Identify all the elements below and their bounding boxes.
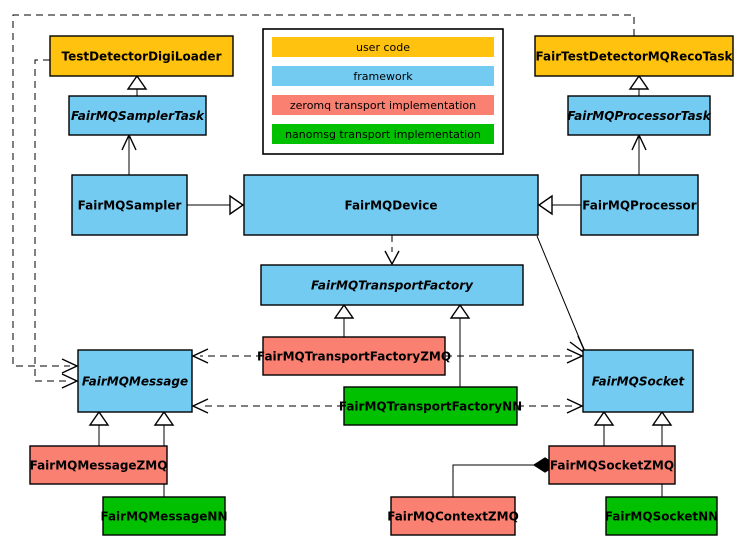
class-node-FairMQProcessorTask[interactable]: FairMQProcessorTask xyxy=(567,95,712,136)
edge-tfnn-to-message xyxy=(191,398,344,414)
class-box xyxy=(68,95,207,136)
class-name-label: FairMQContextZMQ xyxy=(387,510,519,524)
class-node-FairMQDevice[interactable]: FairMQDevice xyxy=(243,174,539,236)
class-node-FairMQProcessor[interactable]: FairMQProcessor xyxy=(580,174,699,236)
class-node-FairMQSampler[interactable]: FairMQSampler xyxy=(71,174,188,236)
edge-processor-to-device xyxy=(537,194,581,216)
edge-samplertask-to-digiloader xyxy=(126,74,148,96)
class-name-label: TestDetectorDigiLoader xyxy=(61,50,221,64)
class-name-label: FairMQProcessorTask xyxy=(567,109,711,123)
class-box xyxy=(262,336,446,376)
class-name-label: FairMQSampler xyxy=(78,199,182,213)
class-name-label: FairMQSocket xyxy=(592,375,686,389)
class-node-FairMQContextZMQ[interactable]: FairMQContextZMQ xyxy=(387,496,519,536)
class-box xyxy=(49,35,234,77)
class-box xyxy=(580,174,699,236)
class-box xyxy=(567,95,711,136)
legend-item-user-code: user code xyxy=(272,37,494,57)
class-node-FairMQMessage[interactable]: FairMQMessage xyxy=(77,349,193,413)
class-box xyxy=(582,349,694,413)
legend-swatch-framework xyxy=(272,66,494,86)
legend-label-zeromq: zeromq transport implementation xyxy=(290,99,476,112)
class-node-FairMQSamplerTask[interactable]: FairMQSamplerTask xyxy=(68,95,207,136)
class-box xyxy=(77,349,193,413)
edge-tfzmq-to-socket xyxy=(445,348,584,364)
class-box xyxy=(243,174,539,236)
legend-item-zeromq: zeromq transport implementation xyxy=(272,95,494,115)
class-name-label: FairMQSamplerTask xyxy=(71,109,205,123)
edge-messagezmq-to-message xyxy=(88,410,110,446)
class-box xyxy=(343,386,518,426)
class-box xyxy=(605,496,718,536)
class-name-label: FairMQMessageZMQ xyxy=(30,459,168,473)
edge-sampler-to-device xyxy=(187,194,245,216)
edge-device-to-transportfactory xyxy=(384,235,400,266)
class-box xyxy=(260,264,524,306)
class-node-FairTestDetectorMQRecoTask[interactable]: FairTestDetectorMQRecoTask xyxy=(534,35,734,77)
edge-digiloader-to-message xyxy=(34,59,79,389)
edge-socketzmq-to-socket xyxy=(593,410,615,446)
edge-processor-to-processortask xyxy=(631,133,647,175)
edge-layer xyxy=(12,14,673,497)
class-box xyxy=(71,174,188,236)
class-box xyxy=(390,496,516,536)
class-name-label: FairMQTransportFactoryNN xyxy=(339,400,522,414)
class-node-FairMQTransportFactoryZMQ[interactable]: FairMQTransportFactoryZMQ xyxy=(257,336,451,376)
class-name-label: FairMQSocketZMQ xyxy=(550,459,674,473)
edge-device-to-socket xyxy=(536,235,588,357)
class-node-FairMQMessageNN[interactable]: FairMQMessageNN xyxy=(100,496,228,536)
class-node-FairMQMessageZMQ[interactable]: FairMQMessageZMQ xyxy=(29,445,168,485)
class-name-label: FairMQProcessor xyxy=(582,199,697,213)
class-name-label: FairMQMessage xyxy=(82,375,188,389)
legend-label-nanomsg: nanomsg transport implementation xyxy=(285,128,481,141)
legend-item-nanomsg: nanomsg transport implementation xyxy=(272,124,494,144)
legend-label-framework: framework xyxy=(353,70,413,83)
class-node-FairMQTransportFactoryNN[interactable]: FairMQTransportFactoryNN xyxy=(339,386,522,426)
edge-recotask-to-message xyxy=(12,14,635,374)
class-name-label: FairMQTransportFactory xyxy=(311,279,474,293)
class-name-label: FairTestDetectorMQRecoTask xyxy=(536,50,734,64)
class-node-FairMQSocket[interactable]: FairMQSocket xyxy=(582,349,694,413)
legend-swatch-zeromq xyxy=(272,95,494,115)
legend-label-user-code: user code xyxy=(356,41,410,54)
legend-swatch-nanomsg xyxy=(272,124,494,144)
edge-contextzmq-to-socketzmq xyxy=(452,457,558,497)
class-box xyxy=(534,35,734,77)
class-box xyxy=(102,496,226,536)
legend: user code framework zeromq transport imp… xyxy=(262,28,504,155)
class-name-label: FairMQSocketNN xyxy=(605,510,718,524)
edge-tfnn-to-transportfactory xyxy=(449,303,471,387)
class-name-label: FairMQDevice xyxy=(344,199,437,213)
edge-tfnn-to-socket xyxy=(517,398,584,414)
edge-processortask-to-recotask xyxy=(628,74,650,96)
class-node-TestDetectorDigiLoader[interactable]: TestDetectorDigiLoader xyxy=(49,35,234,77)
edge-tfzmq-to-message xyxy=(191,348,263,364)
class-name-label: FairMQTransportFactoryZMQ xyxy=(257,350,451,364)
edge-tfzmq-to-transportfactory xyxy=(333,303,355,337)
legend-item-framework: framework xyxy=(272,66,494,86)
class-box xyxy=(548,445,676,485)
node-layer: TestDetectorDigiLoader FairTestDetectorMQ… xyxy=(29,35,734,536)
class-node-FairMQSocketZMQ[interactable]: FairMQSocketZMQ xyxy=(548,445,676,485)
class-name-label: FairMQMessageNN xyxy=(100,510,227,524)
class-node-FairMQTransportFactory[interactable]: FairMQTransportFactory xyxy=(260,264,524,306)
class-node-FairMQSocketNN[interactable]: FairMQSocketNN xyxy=(605,496,718,536)
legend-swatch-user-code xyxy=(272,37,494,57)
edge-sampler-to-samplertask xyxy=(121,133,137,175)
class-box xyxy=(29,445,168,485)
